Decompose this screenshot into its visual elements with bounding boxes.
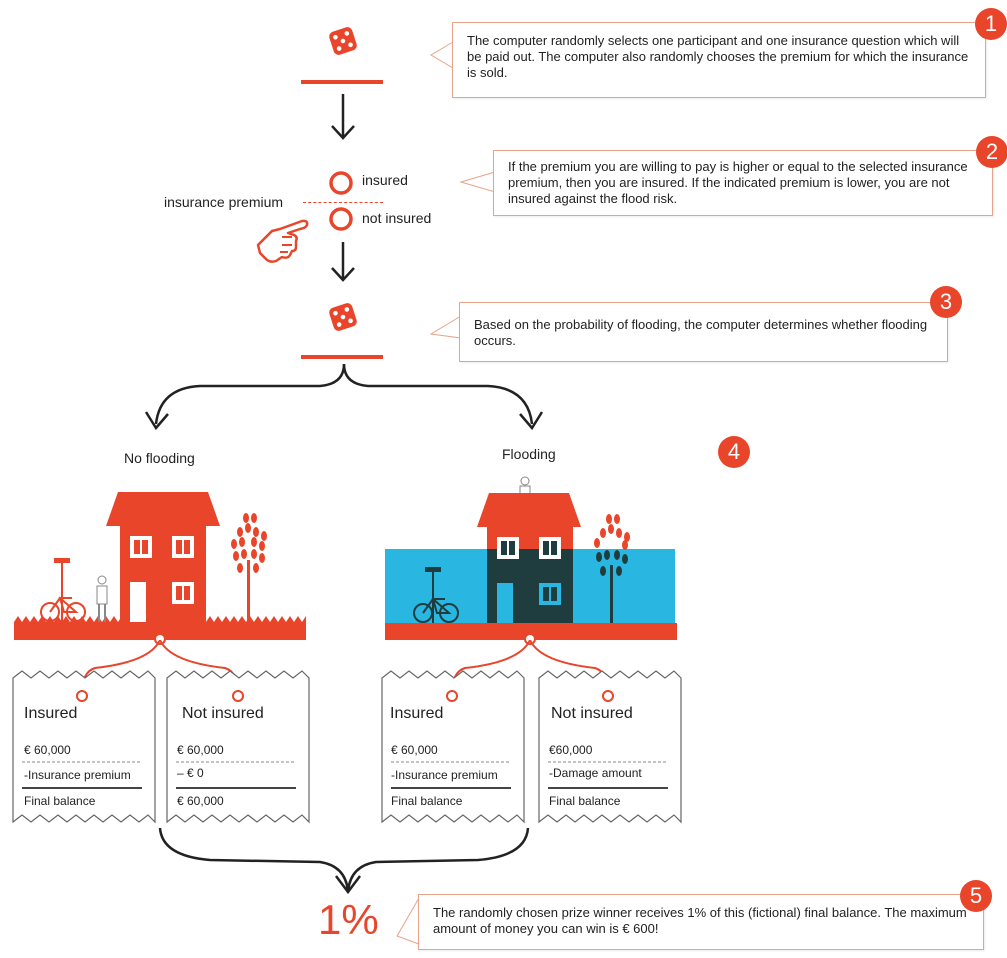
radio-icon (329, 207, 353, 231)
ticket-title: Not insured (551, 705, 633, 722)
ticket-result: Final balance (549, 794, 621, 808)
step-2-text: If the premium you are willing to pay is… (508, 159, 968, 206)
step-3-callout: Based on the probability of flooding, th… (459, 302, 948, 362)
step-1-badge: 1 (975, 8, 1007, 40)
step-2-callout: If the premium you are willing to pay is… (493, 150, 993, 216)
step-3-badge: 3 (930, 286, 962, 318)
step-5-callout: The randomly chosen prize winner receive… (418, 894, 984, 950)
ticket-outline (166, 670, 310, 824)
ticket-outline (381, 670, 525, 824)
divider-line (301, 80, 383, 84)
ticket-amount: € 60,000 (177, 743, 224, 757)
divider-line (301, 355, 383, 359)
callout-pointer (396, 896, 420, 945)
bottom-brace (158, 827, 530, 895)
ticket-amount: € 60,000 (24, 743, 71, 757)
radio-icon (329, 171, 353, 195)
callout-pointer (430, 41, 454, 69)
step-3-text: Based on the probability of flooding, th… (474, 317, 928, 348)
down-arrow-icon (331, 242, 355, 282)
flooding-scene (385, 476, 677, 645)
ticket-amount: € 60,000 (391, 743, 438, 757)
step-5-text: The randomly chosen prize winner receive… (433, 905, 967, 936)
dice-icon (329, 27, 357, 55)
ticket-title: Insured (24, 705, 78, 722)
flooding-label: Flooding (502, 446, 556, 462)
down-arrow-icon (331, 94, 355, 140)
ticket-result: Final balance (24, 794, 96, 808)
branch-brace (144, 363, 544, 431)
dashed-divider (303, 202, 383, 203)
insured-label: insured (362, 172, 408, 188)
ticket-deduction: – € 0 (177, 766, 204, 780)
ticket-amount: €60,000 (549, 743, 593, 757)
step-2-badge: 2 (976, 136, 1007, 168)
not-insured-label: not insured (362, 210, 432, 226)
ticket-outline (12, 670, 156, 824)
ticket-deduction: -Damage amount (549, 766, 642, 780)
callout-pointer (430, 315, 462, 339)
pointing-hand-icon (256, 219, 309, 263)
ticket-deduction: -Insurance premium (391, 768, 498, 782)
step-1-text: The computer randomly selects one partic… (467, 33, 969, 80)
step-5-badge: 5 (960, 880, 992, 912)
step-1-callout: The computer randomly selects one partic… (452, 22, 986, 98)
ticket-result: € 60,000 (177, 794, 224, 808)
ticket-outline (538, 670, 682, 824)
no-flooding-scene (14, 492, 306, 645)
ticket-deduction: -Insurance premium (24, 768, 131, 782)
dice-icon (329, 303, 357, 331)
ticket-title: Not insured (182, 705, 264, 722)
prize-percent: 1% (318, 896, 379, 943)
ticket-result: Final balance (391, 794, 463, 808)
ticket-title: Insured (390, 705, 444, 722)
step-4-badge: 4 (718, 436, 750, 468)
insurance-premium-label: insurance premium (164, 194, 284, 210)
callout-pointer (460, 171, 496, 193)
no-flooding-label: No flooding (124, 450, 195, 466)
